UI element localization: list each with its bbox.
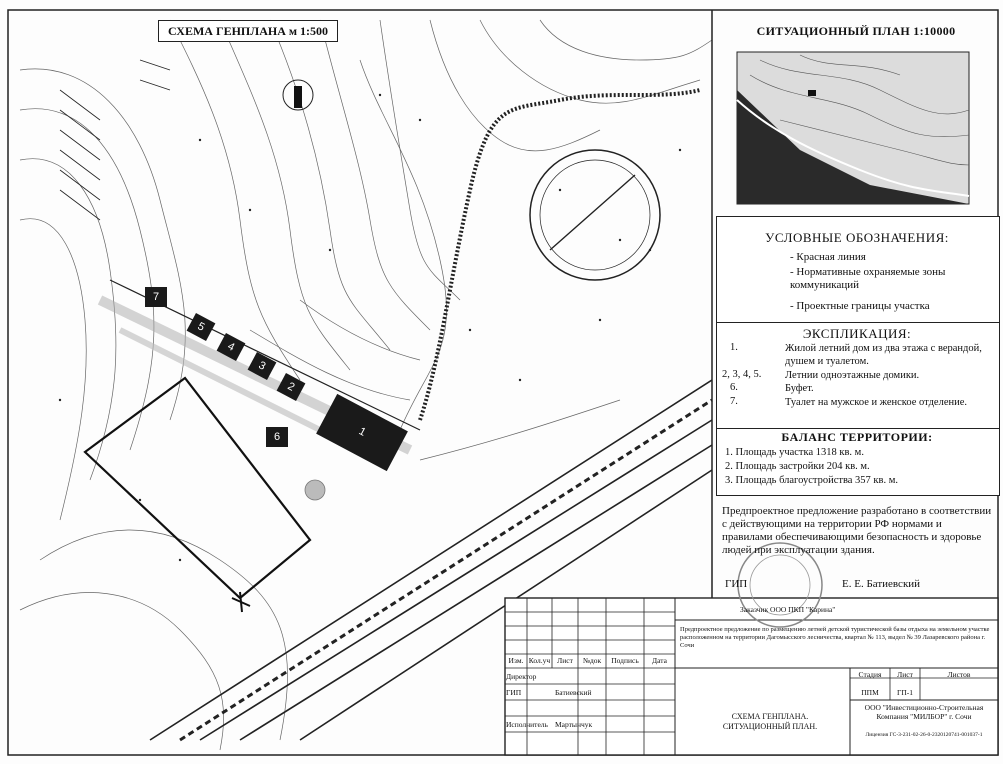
signature-name: Е. Е. Батиевский (842, 578, 921, 590)
title-block-project: Предпроектное предложение по размещению … (680, 626, 990, 649)
building-7: 7 (145, 287, 167, 307)
stage-header-sheets: Листов (947, 670, 971, 679)
col-header-date: Дата (652, 656, 667, 665)
license-number: Лицензия ГС-3-231-02-26-0-2320120741-001… (865, 732, 983, 738)
legend-panel (716, 216, 1000, 324)
sheet-title: СХЕМА ГЕНПЛАНА. СИТУАЦИОННЫЙ ПЛАН. (722, 712, 818, 731)
explication-num-7: 7. (730, 396, 738, 407)
stage-header-stage: Стадия (858, 670, 882, 679)
legend-title: УСЛОВНЫЕ ОБОЗНАЧЕНИЯ: (765, 230, 949, 245)
col-header-list: Лист (557, 656, 573, 665)
explication-num-2: 2, 3, 4, 5. (722, 369, 762, 380)
explication-text-1: Жилой летний дом из два этажа с верандой… (785, 343, 982, 367)
balance-panel (716, 428, 1000, 496)
signature-role: ГИП (725, 578, 748, 590)
explication-title: ЭКСПЛИКАЦИЯ: (802, 326, 912, 341)
legend-item-red-line: - Красная линия (790, 251, 866, 263)
col-header-doc: №док (582, 656, 602, 665)
balance-item-3: 3. Площадь благоустройства 357 кв. м. (725, 475, 899, 486)
legend-item-protected-zones: - Нормативные охраняемые зоны коммуникац… (790, 266, 946, 291)
row-role-gip: ГИП (506, 688, 522, 697)
col-header-sign: Подпись (611, 656, 639, 665)
row-role-director: Директор (506, 672, 537, 681)
balance-item-2: 2. Площадь застройки 204 кв. м. (725, 461, 870, 472)
balance-item-1: 1. Площадь участка 1318 кв. м. (725, 447, 864, 458)
building-6: 6 (266, 427, 288, 447)
explication-panel (716, 322, 1000, 430)
row-name-gip: Батиевский (555, 688, 592, 697)
stage-header-sheet: Лист (897, 670, 913, 679)
genplan-title: СХЕМА ГЕНПЛАНА м 1:500 (158, 20, 338, 42)
col-header-izm: Изм. (508, 656, 524, 665)
stage-value-stage: ППМ (861, 688, 879, 697)
row-role-executor: Исполнитель (506, 720, 548, 729)
stage-value-sheet: ГП-1 (897, 688, 913, 697)
row-name-executor: Мартынчук (555, 720, 593, 729)
explication-text-7: Туалет на мужское и женское отделение. (785, 397, 968, 408)
title-block-customer: Заказчик ООО ПКП "Карина" (740, 605, 836, 614)
explication-text-6: Буфет. (785, 383, 814, 394)
explication-num-6: 6. (730, 382, 738, 393)
organization-name: ООО "Инвестиционно-Строительная Компания… (864, 703, 984, 721)
situation-plan-title: СИТУАЦИОННЫЙ ПЛАН 1:10000 (756, 24, 956, 38)
legend-item-boundaries: - Проектные границы участка (790, 300, 930, 312)
compliance-note: Предпроектное предложение разработано в … (722, 505, 992, 556)
col-header-kol: Кол.уч (528, 656, 551, 665)
explication-num-1: 1. (730, 342, 738, 353)
explication-text-2: Летнии одноэтажные домики. (785, 370, 920, 381)
balance-title: БАЛАНС ТЕРРИТОРИИ: (781, 430, 933, 444)
